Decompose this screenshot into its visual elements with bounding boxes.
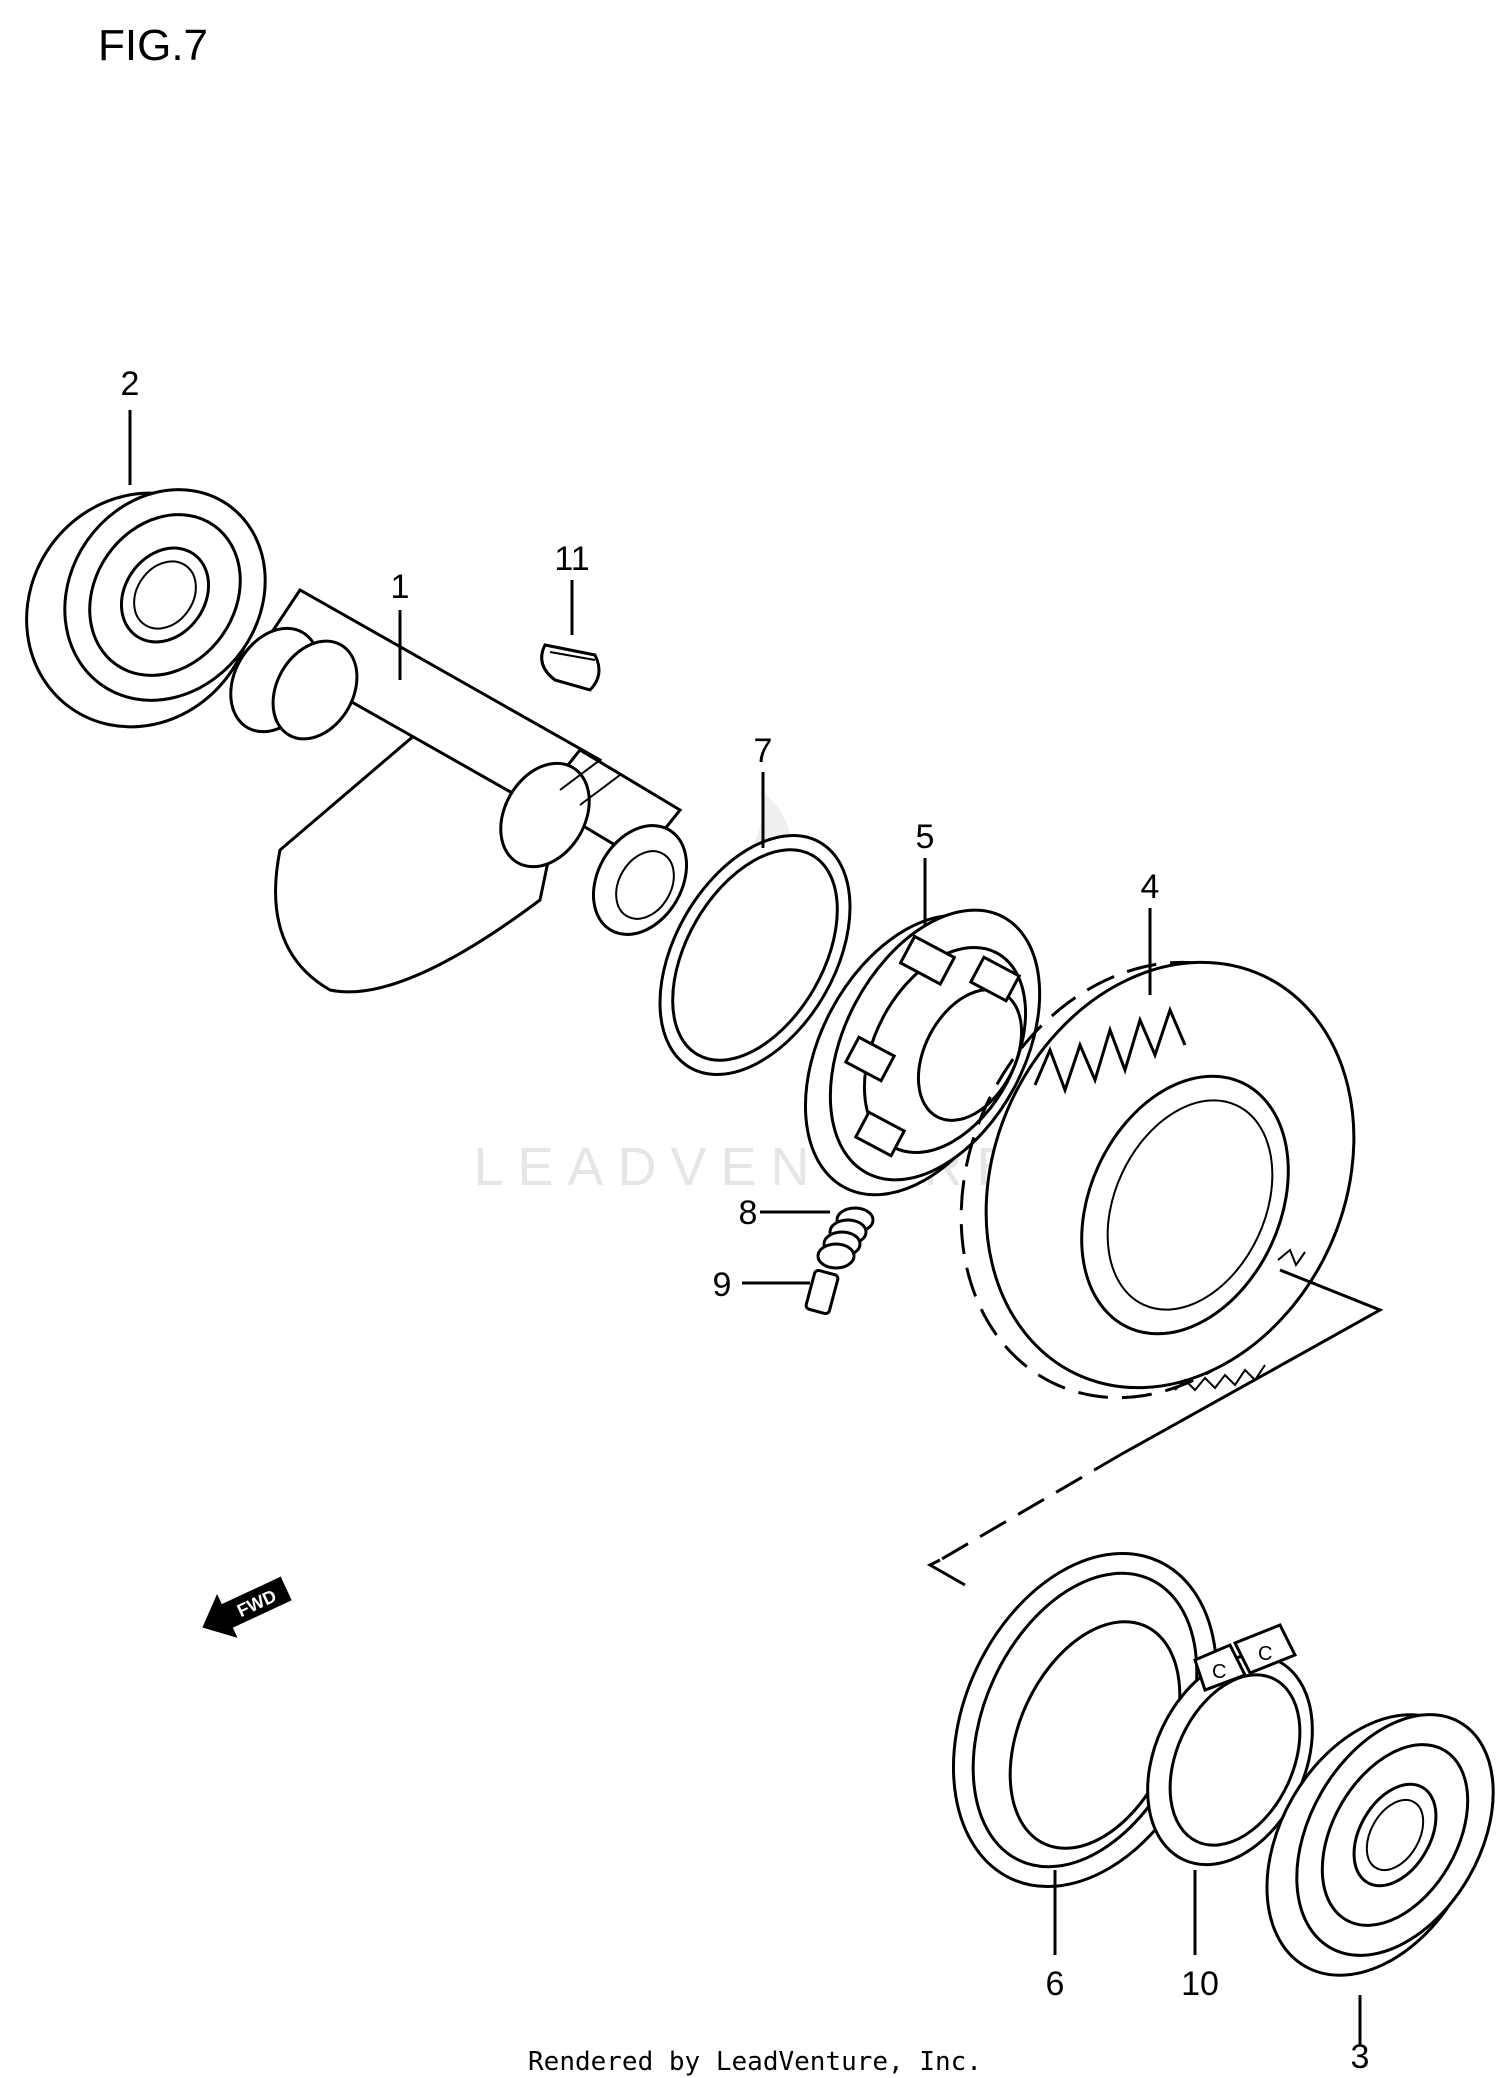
callout-5: 5 (916, 818, 935, 856)
callout-1: 1 (391, 568, 410, 606)
assembly-lines (926, 1268, 1384, 1587)
part-3-bearing (1265, 1713, 1495, 1977)
part-9-roller (804, 1268, 840, 1316)
part-11-key (540, 643, 601, 692)
leader-lines (128, 410, 1362, 2045)
callout-2: 2 (121, 365, 140, 403)
callout-6: 6 (1046, 1965, 1065, 2003)
part-7-ring (658, 834, 852, 1076)
callout-7: 7 (754, 732, 773, 770)
part-2-bearing (25, 488, 267, 729)
callout-labels: 1 2 3 4 5 6 7 8 9 10 11 (121, 365, 1370, 2076)
part-1-crankshaft (229, 588, 689, 994)
callout-3: 3 (1351, 2038, 1370, 2076)
callout-11: 11 (554, 540, 589, 578)
part-4-starter-gear (959, 960, 1356, 1400)
part-10-circlip: C C (1146, 1623, 1314, 1867)
svg-text:C: C (1258, 1643, 1272, 1665)
callout-10: 10 (1181, 1965, 1219, 2003)
svg-text:C: C (1212, 1661, 1226, 1683)
figure-title: FIG.7 (98, 21, 208, 70)
part-8-spring (816, 1206, 875, 1270)
footer-credit: Rendered by LeadVenture, Inc. (528, 2047, 982, 2077)
callout-8: 8 (739, 1194, 758, 1232)
callout-4: 4 (1141, 868, 1160, 906)
fwd-arrow-icon: FWD (202, 1576, 292, 1638)
part-5-starter-clutch (803, 908, 1042, 1197)
callout-9: 9 (713, 1266, 732, 1304)
